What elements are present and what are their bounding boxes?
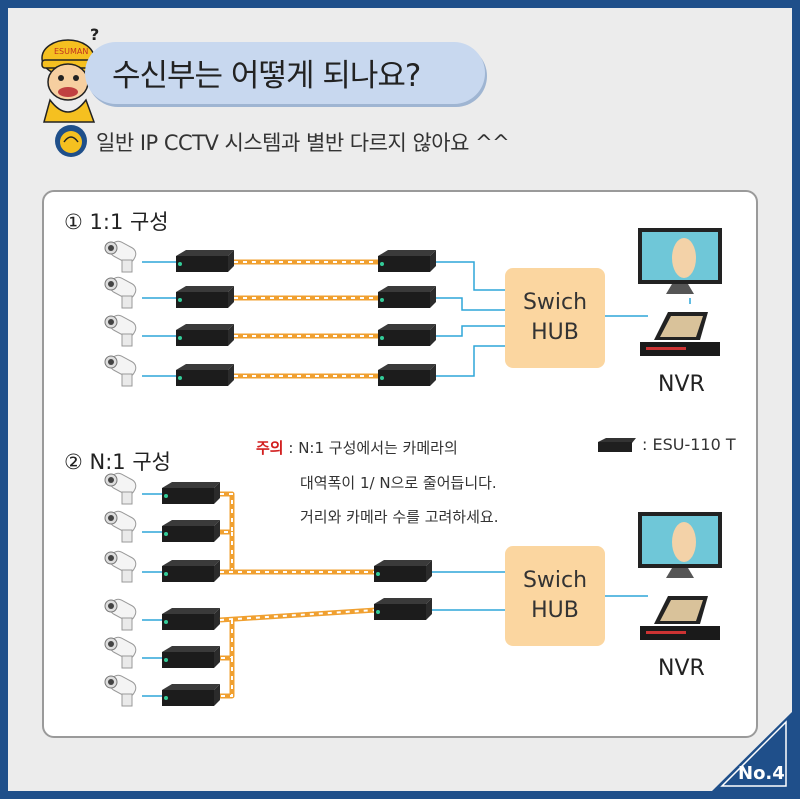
section2-receiver-2 — [374, 598, 432, 620]
note-colon: : — [283, 439, 299, 457]
section2-transmitter-3 — [162, 560, 220, 582]
section2-nvr — [640, 596, 720, 640]
section2-nvr-label: NVR — [658, 656, 705, 681]
section2-transmitter-2 — [162, 520, 220, 542]
mascot-icon: ESUMAN ? — [41, 25, 99, 123]
section1-camera-4 — [104, 354, 137, 387]
hub-label-line2: HUB — [531, 320, 579, 345]
section2-switch-hub: Swich HUB — [505, 546, 605, 646]
section1-transmitter-4 — [176, 364, 234, 386]
section1-camera-2 — [104, 276, 137, 309]
section2-transmitter-1 — [162, 482, 220, 504]
section2-coax-chain-4-twist — [220, 658, 233, 697]
section2-camera-3 — [104, 550, 137, 583]
note-prefix: 주의 — [256, 439, 284, 457]
section2-transmitter-4 — [162, 608, 220, 630]
section1-receiver-4 — [378, 364, 436, 386]
hub-label-line2: HUB — [531, 598, 579, 623]
section1-camera-1 — [104, 240, 137, 273]
mascot-cap-text: ESUMAN — [54, 47, 88, 56]
section1-monitor — [638, 228, 722, 294]
section2-camera-6 — [104, 674, 137, 707]
section1-transmitter-2 — [176, 286, 234, 308]
section1-receiver-3 — [378, 324, 436, 346]
section1-receiver-2 — [378, 286, 436, 308]
section1-camera-3 — [104, 314, 137, 347]
section2-coax-chain-4 — [220, 658, 235, 699]
note-line2: 대역폭이 1/ N으로 줄어듭니다. — [300, 474, 497, 492]
section2-camera-2 — [104, 510, 137, 543]
section2-camera-1 — [104, 472, 137, 505]
section1-hub-link-2 — [436, 297, 505, 311]
title-pill — [85, 42, 485, 104]
section2-camera-5 — [104, 636, 137, 669]
section1-transmitter-1 — [176, 250, 234, 272]
hub-label-line1: Swich — [522, 290, 588, 315]
section1-hub-link-1 — [436, 261, 505, 291]
hub-label-line1: Swich — [522, 568, 588, 593]
note-text-1: N:1 구성에서는 카메라의 — [298, 439, 458, 457]
section2-coax-chain-2 — [220, 532, 235, 575]
section2-label: ② N:1 구성 — [64, 450, 171, 474]
question-mark: ? — [90, 25, 99, 44]
section2-transmitter-6 — [162, 684, 220, 706]
section1-hub-link-4 — [436, 345, 505, 377]
page-title: 수신부는 어떻게 되나요? — [112, 58, 421, 94]
section2-coax-trunk-2 — [219, 607, 377, 623]
page-number-badge: No.4 — [738, 763, 785, 784]
section1-switch-hub: Swich HUB — [505, 268, 605, 368]
section2-coax-chain-3 — [220, 620, 235, 661]
speech-head-icon — [55, 125, 87, 157]
section2-monitor — [638, 512, 722, 578]
section1-nvr-label: NVR — [658, 372, 705, 397]
section1-nvr — [640, 312, 720, 356]
section2-coax-chain-1-twist — [220, 493, 233, 533]
section1-label: ① 1:1 구성 — [64, 210, 169, 234]
section1-hub-link-3 — [436, 325, 505, 337]
section2-receiver-1 — [374, 560, 432, 582]
note-line1: 주의 : N:1 구성에서는 카메라의 — [256, 437, 458, 458]
subtitle: 일반 IP CCTV 시스템과 별반 다르지 않아요 ^^ — [96, 131, 510, 155]
legend-device-label: : ESU-110 T — [642, 435, 736, 454]
section1-receiver-1 — [378, 250, 436, 272]
note-line3: 거리와 카메라 수를 고려하세요. — [300, 508, 499, 526]
section2-camera-4 — [104, 598, 137, 631]
section2-coax-chain-1 — [220, 491, 235, 535]
section1-transmitter-3 — [176, 324, 234, 346]
section2-transmitter-5 — [162, 646, 220, 668]
legend-device-icon — [598, 438, 636, 452]
